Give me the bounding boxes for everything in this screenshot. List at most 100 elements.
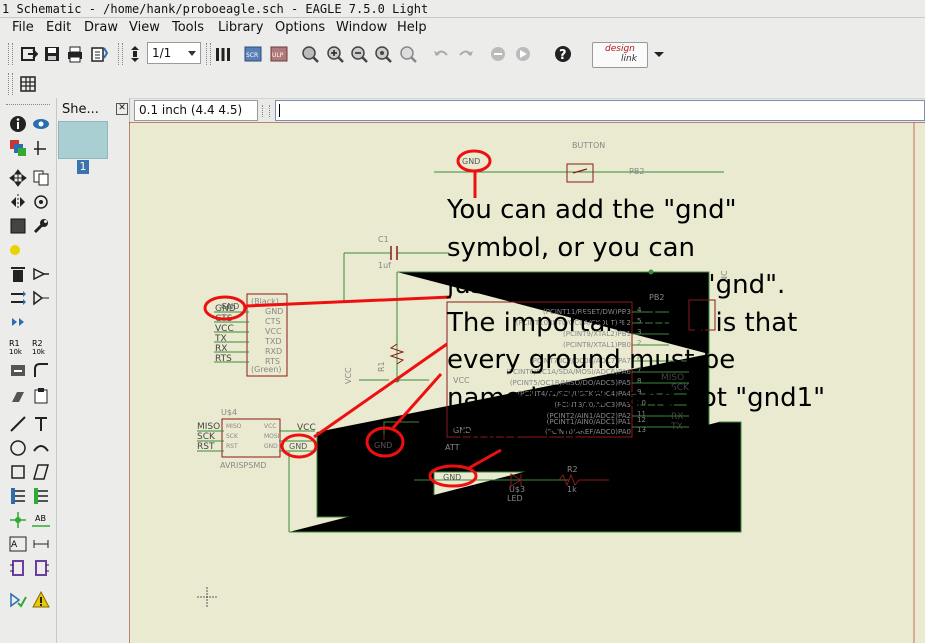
toolbar-grip-4[interactable] — [8, 73, 13, 95]
led-label: LED — [507, 494, 523, 503]
led-symbol[interactable] — [510, 473, 522, 487]
mcu-symbol[interactable] — [446, 301, 633, 438]
schematic-canvas[interactable]: BUTTON PB2 GND C1 1uf PB2 NC (Black) (Gr… — [129, 122, 925, 643]
copy-icon[interactable] — [31, 168, 51, 188]
r2-symbol[interactable] — [558, 473, 609, 487]
mirror-icon[interactable] — [8, 192, 28, 212]
smash-icon[interactable] — [8, 240, 28, 260]
undo-icon[interactable] — [430, 43, 452, 65]
menu-options[interactable]: Options — [275, 20, 326, 35]
rotate-icon[interactable] — [31, 192, 51, 212]
delete-icon[interactable] — [8, 264, 28, 284]
text-icon[interactable] — [31, 414, 51, 434]
gateswap-icon[interactable] — [8, 312, 28, 332]
text-cursor — [279, 104, 280, 117]
ftdi-header[interactable] — [246, 293, 288, 377]
sheet-thumbnail[interactable] — [58, 121, 108, 159]
circle-icon[interactable] — [8, 438, 28, 458]
attribute-icon[interactable]: A — [8, 534, 28, 554]
menu-window[interactable]: Window — [336, 20, 388, 35]
open-icon[interactable] — [18, 43, 40, 65]
svg-text:R1: R1 — [9, 339, 20, 348]
mark-icon[interactable] — [31, 138, 51, 158]
redo-icon[interactable] — [455, 43, 477, 65]
isp-inner-1: SCK — [226, 433, 239, 440]
sheets-tab[interactable]: She... — [62, 102, 99, 117]
button-symbol[interactable] — [566, 163, 594, 183]
net-icon[interactable] — [31, 486, 51, 506]
menu-help[interactable]: Help — [397, 20, 427, 35]
avrisp-symbol[interactable] — [221, 418, 281, 458]
script-icon[interactable]: SCR — [242, 43, 264, 65]
menu-edit[interactable]: Edit — [46, 20, 72, 35]
label-icon[interactable]: AB — [31, 510, 51, 530]
parameter-toolbar — [0, 70, 925, 99]
paste-icon[interactable] — [31, 386, 51, 406]
polygon-icon[interactable] — [31, 462, 51, 482]
design-link-button[interactable]: design link — [592, 42, 648, 68]
help-icon[interactable]: ? — [552, 43, 574, 65]
warning-icon[interactable] — [31, 590, 51, 610]
miter-icon[interactable] — [31, 360, 51, 380]
rect-icon[interactable] — [8, 462, 28, 482]
info-icon[interactable] — [8, 114, 28, 134]
stop-icon[interactable] — [487, 43, 509, 65]
u4-label: U$4 — [221, 408, 237, 417]
sheet-select[interactable]: 1/1 — [147, 42, 201, 64]
c1-symbol[interactable] — [390, 246, 398, 260]
go-icon[interactable] — [512, 43, 534, 65]
zoom-select-icon[interactable] — [397, 43, 419, 65]
r1-symbol[interactable] — [389, 343, 405, 365]
cmd-grip[interactable] — [262, 105, 270, 117]
pinswap-icon[interactable] — [8, 288, 28, 308]
isp-pin-0: MISO — [197, 422, 220, 432]
menu-view[interactable]: View — [129, 20, 160, 35]
resonator-symbol[interactable] — [688, 299, 716, 331]
palette-grip[interactable] — [6, 104, 50, 106]
split-icon[interactable] — [8, 360, 28, 380]
erc-icon[interactable] — [8, 590, 28, 610]
line-icon[interactable] — [8, 414, 28, 434]
layer-settings-icon[interactable] — [212, 43, 234, 65]
command-input[interactable] — [275, 100, 925, 121]
run-ulp-icon[interactable]: ULP — [268, 43, 290, 65]
zoom-fit-icon[interactable] — [299, 43, 321, 65]
wrench-icon[interactable] — [31, 216, 51, 236]
menu-tools[interactable]: Tools — [172, 20, 205, 35]
replace-icon[interactable] — [31, 288, 51, 308]
bus-icon[interactable] — [8, 486, 28, 506]
mcu-num-0: 4 — [637, 306, 642, 314]
eye-icon[interactable] — [31, 114, 51, 134]
display-layers-icon[interactable] — [8, 138, 28, 158]
optimize-icon[interactable] — [8, 386, 28, 406]
toolbar-grip[interactable] — [8, 43, 13, 65]
close-icon[interactable]: ✕ — [116, 103, 128, 115]
save-icon[interactable] — [41, 43, 63, 65]
frame-icon[interactable] — [8, 558, 28, 578]
add-part-icon[interactable] — [31, 264, 51, 284]
dimension-icon[interactable] — [31, 534, 51, 554]
zoom-redraw-icon[interactable] — [372, 43, 394, 65]
grid-icon[interactable] — [17, 73, 39, 95]
group-icon[interactable] — [8, 216, 28, 236]
ftdi-inner-5: RTS — [265, 357, 280, 366]
menu-file[interactable]: File — [12, 20, 34, 35]
junction-icon[interactable] — [8, 510, 28, 530]
zoom-out-icon[interactable] — [348, 43, 370, 65]
zoom-in-icon[interactable] — [324, 43, 346, 65]
toolbar-grip-2[interactable] — [118, 43, 123, 65]
move-icon[interactable] — [8, 168, 28, 188]
menu-draw[interactable]: Draw — [84, 20, 118, 35]
menu-library[interactable]: Library — [218, 20, 264, 35]
toolbar-grip-3[interactable] — [206, 43, 211, 65]
print-icon[interactable] — [64, 43, 86, 65]
cam-icon[interactable] — [88, 43, 110, 65]
vcc-side-label: VCC — [344, 367, 353, 384]
ftdi-pin-3: TX — [214, 334, 227, 344]
frame2-icon[interactable] — [31, 558, 51, 578]
arc-icon[interactable] — [31, 438, 51, 458]
chevron-down-icon[interactable] — [648, 43, 670, 65]
sheet-arrows-icon[interactable] — [124, 43, 146, 65]
